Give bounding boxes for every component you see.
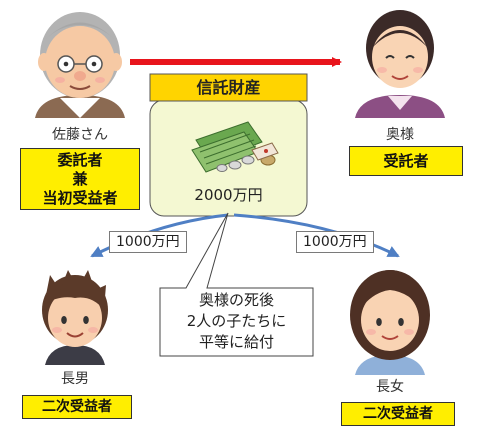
son-role-badge: 二次受益者: [22, 395, 132, 419]
wife-name: 奥様: [386, 127, 414, 143]
trust-title: 信託財産: [196, 78, 261, 97]
grandfather-role-badge: 委託者 兼 当初受益者: [20, 148, 140, 210]
callout-text: 奥様の死後 2人の子たちに 平等に給付: [186, 291, 287, 351]
daughter-name: 長女: [376, 379, 404, 395]
son-avatar: [42, 270, 108, 365]
transfer-amount-left: 1000万円: [109, 231, 187, 253]
daughter-role-badge: 二次受益者: [341, 402, 455, 426]
distribution-arrow-right: [233, 213, 400, 258]
trust-amount: 2000万円: [194, 186, 263, 204]
son-name: 長男: [61, 371, 89, 387]
grandfather-avatar: [35, 12, 125, 118]
daughter-avatar: [350, 270, 430, 375]
wife-role-badge: 受託者: [349, 146, 463, 176]
banknote-icon: [251, 142, 279, 161]
passbook-icon: [191, 121, 263, 173]
wife-avatar: [355, 10, 445, 118]
distribution-arrow-left: [90, 213, 229, 258]
callout-bubble: [159, 212, 314, 357]
transfer-amount-right: 1000万円: [296, 231, 374, 253]
grandfather-name: 佐藤さん: [52, 127, 108, 143]
